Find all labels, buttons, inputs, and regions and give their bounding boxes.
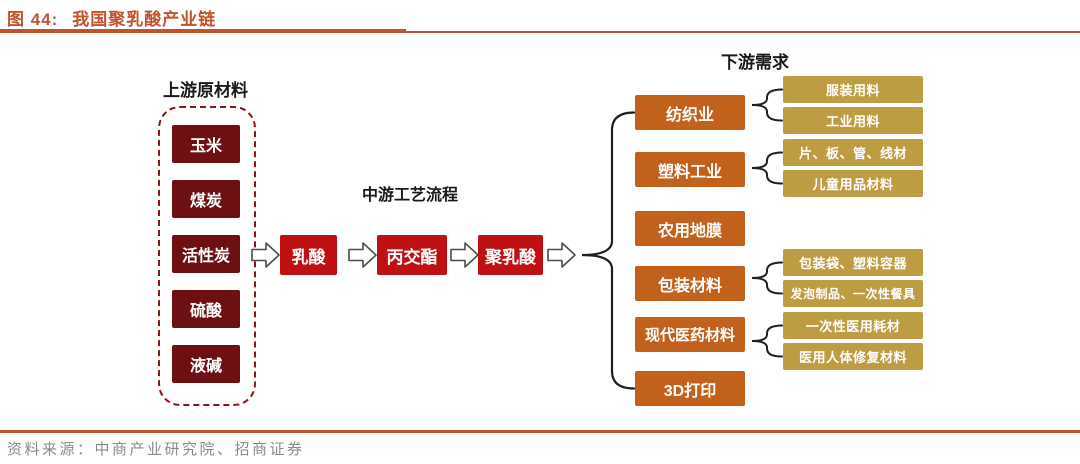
upstream-section-label: 上游原材料 — [163, 81, 248, 100]
figure-label: 图 44: — [7, 10, 59, 29]
main-brace — [581, 111, 636, 390]
downstream-category-box: 塑料工业 — [635, 152, 745, 187]
source-text: 资料来源：中商产业研究院、招商证券 — [7, 441, 305, 458]
downstream-sub-box: 一次性医用耗材 — [783, 312, 923, 339]
group-brace — [751, 324, 783, 358]
upstream-item-box: 玉米 — [172, 125, 240, 163]
downstream-sub-box: 工业用料 — [783, 107, 923, 134]
downstream-sub-box: 医用人体修复材料 — [783, 343, 923, 370]
flow-arrow-icon — [251, 242, 280, 268]
figure-header: 图 44: 我国聚乳酸产业链 — [7, 5, 216, 30]
downstream-section-label: 下游需求 — [721, 53, 789, 72]
group-brace — [751, 88, 783, 122]
midstream-section-label: 中游工艺流程 — [362, 187, 459, 204]
midstream-step-box: 丙交酯 — [377, 235, 447, 275]
upstream-item-box: 煤炭 — [172, 180, 240, 218]
group-brace — [751, 261, 783, 295]
footer-rule — [0, 430, 1080, 433]
figure-title: 我国聚乳酸产业链 — [72, 10, 217, 29]
upstream-item-box: 硫酸 — [172, 290, 240, 328]
flow-arrow-icon — [348, 242, 377, 268]
downstream-category-box: 包装材料 — [635, 266, 745, 301]
midstream-step-box: 聚乳酸 — [478, 235, 543, 275]
downstream-sub-box: 发泡制品、一次性餐具 — [783, 280, 923, 307]
title-underline — [0, 31, 1080, 33]
downstream-category-box: 农用地膜 — [635, 211, 745, 246]
downstream-sub-box: 包装袋、塑料容器 — [783, 249, 923, 276]
midstream-step-box: 乳酸 — [280, 235, 337, 275]
downstream-sub-box: 儿童用品材料 — [783, 170, 923, 197]
upstream-item-box: 活性炭 — [172, 235, 240, 273]
downstream-sub-box: 片、板、管、线材 — [783, 139, 923, 166]
downstream-category-box: 3D打印 — [635, 371, 745, 406]
downstream-category-box: 现代医药材料 — [635, 317, 745, 352]
downstream-category-box: 纺织业 — [635, 95, 745, 130]
flow-arrow-icon — [450, 242, 479, 268]
group-brace — [751, 151, 783, 185]
flow-arrow-icon — [547, 242, 576, 268]
downstream-sub-box: 服装用料 — [783, 76, 923, 103]
upstream-item-box: 液碱 — [172, 345, 240, 383]
